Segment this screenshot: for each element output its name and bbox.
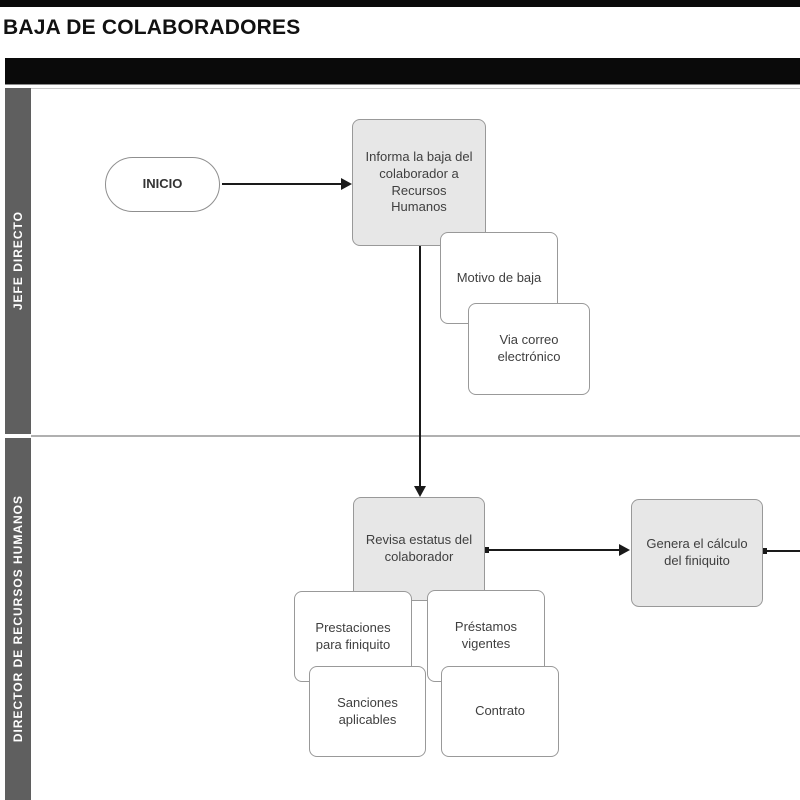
note-contrato: Contrato — [441, 666, 559, 757]
lane-label-jefe-directo: JEFE DIRECTO — [11, 211, 25, 311]
task-genera-calculo-label: Genera el cálculo del finiquito — [646, 536, 748, 568]
note-via-correo-label: Via correo electrónico — [497, 332, 561, 364]
task-informa-baja: Informa la baja del colaborador a Recurs… — [352, 119, 486, 246]
note-prestamos-label: Préstamos vigentes — [454, 619, 518, 651]
note-prestaciones-label: Prestaciones para finiquito — [315, 619, 391, 652]
lane-bar-director-rh: DIRECTOR DE RECURSOS HUMANOS — [5, 438, 31, 800]
connector-informa-revisa — [419, 246, 421, 488]
start-node-inicio: INICIO — [105, 157, 220, 212]
connector-genera-offscreen — [764, 550, 800, 552]
arrowhead-revisa-genera — [619, 544, 630, 556]
task-informa-baja-label: Informa la baja del colaborador a Recurs… — [365, 148, 473, 215]
lane-label-director-rh: DIRECTOR DE RECURSOS HUMANOS — [11, 495, 25, 743]
pool-header-bar — [5, 58, 800, 85]
top-border-bar — [0, 0, 800, 7]
note-via-correo: Via correo electrónico — [468, 303, 590, 395]
task-genera-calculo: Genera el cálculo del finiquito — [631, 499, 763, 607]
note-sanciones-label: Sanciones aplicables — [337, 694, 398, 727]
lane-divider — [31, 435, 800, 437]
page-title: BAJA DE COLABORADORES — [3, 16, 301, 39]
connector-inicio-informa — [222, 183, 344, 185]
arrowhead-informa-revisa — [414, 486, 426, 497]
start-node-label: INICIO — [142, 176, 183, 192]
note-contrato-label: Contrato — [475, 703, 525, 719]
lane-bar-jefe-directo: JEFE DIRECTO — [5, 88, 31, 434]
arrowhead-inicio-informa — [341, 178, 352, 190]
task-revisa-estatus: Revisa estatus del colaborador — [353, 497, 485, 601]
task-revisa-estatus-label: Revisa estatus del colaborador — [365, 532, 473, 564]
note-motivo-baja-label: Motivo de baja — [456, 269, 542, 285]
connector-revisa-genera — [486, 549, 620, 551]
note-sanciones: Sanciones aplicables — [309, 666, 426, 757]
pool-top-edge — [31, 88, 800, 89]
